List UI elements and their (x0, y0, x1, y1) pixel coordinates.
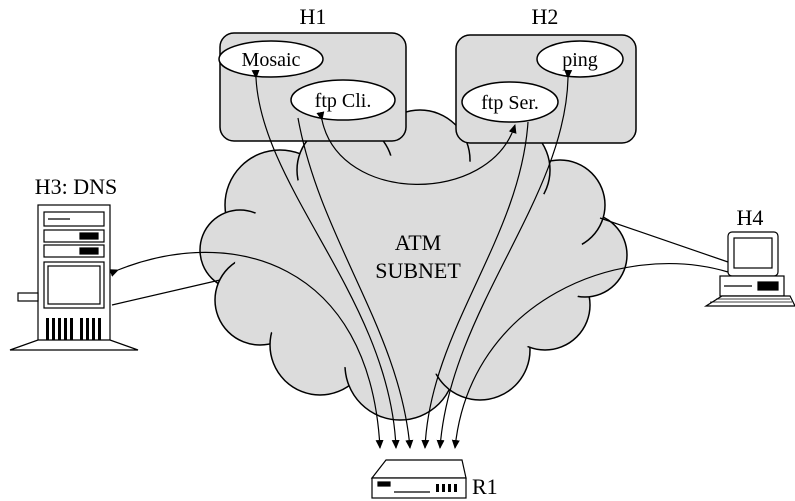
dns-server-icon (9, 204, 139, 351)
ping-app (536, 40, 624, 78)
connections (109, 69, 737, 449)
h4-to-router-connection (451, 263, 737, 449)
ftp-server-label: ftp Ser. (481, 92, 539, 114)
h4-link (599, 217, 729, 263)
subnet-label: SUBNET (375, 258, 461, 283)
host-h3-label: H3: DNS (35, 174, 118, 199)
atm-label: ATM (395, 230, 441, 255)
mosaic-to-router-connection (251, 69, 400, 449)
host-h1-label: H1 (300, 4, 327, 29)
dns-link (111, 279, 221, 306)
dns-to-router-connection (109, 251, 384, 449)
ping-label: ping (562, 49, 598, 71)
mosaic-label: Mosaic (242, 49, 301, 71)
ping-to-router-connection (436, 69, 573, 449)
h4-workstation-icon (703, 231, 795, 307)
ftp-client-label: ftp Cli. (315, 90, 372, 112)
host-h1: Mosaic ftp Cli. (218, 32, 407, 142)
host-h2-label: H2 (532, 4, 559, 29)
host-h4-label: H4 (737, 205, 764, 230)
host-h2: ping ftp Ser. (455, 34, 637, 144)
router-icon (370, 459, 467, 499)
router-label: R1 (472, 474, 498, 499)
